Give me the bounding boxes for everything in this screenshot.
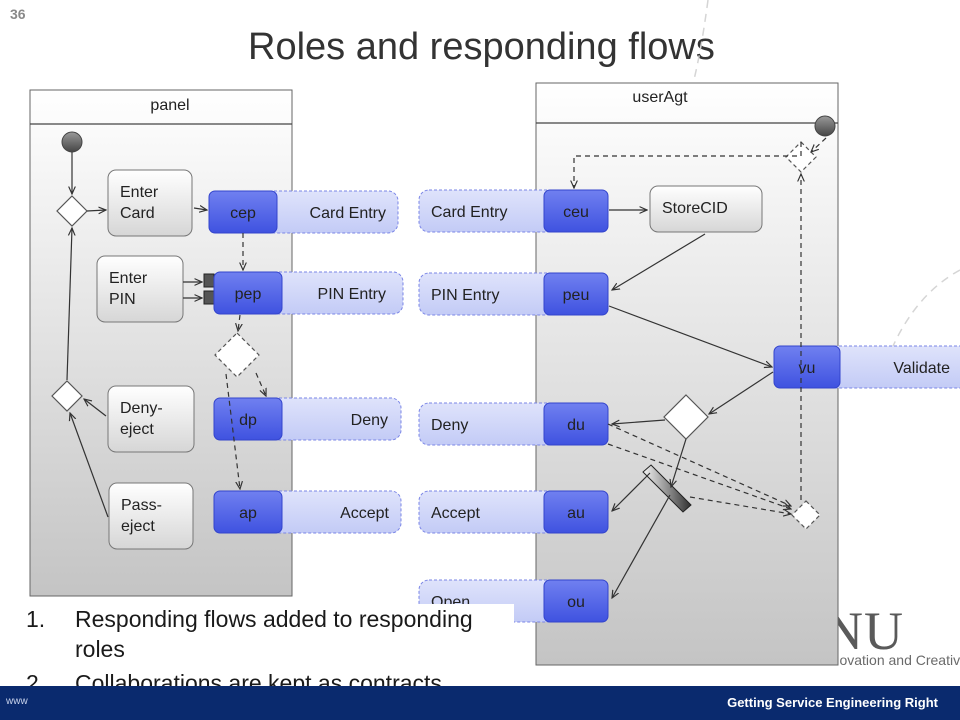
accept-panel-port-label: ap	[239, 505, 257, 522]
merge-node	[791, 500, 821, 530]
pin-entry-panel-port-label: pep	[235, 286, 262, 303]
control-flow	[70, 413, 109, 518]
initial-node	[61, 131, 83, 153]
validate-flow-label: Validate	[893, 360, 950, 377]
pass-eject-action	[108, 482, 194, 550]
accept-useragt-port	[543, 490, 609, 534]
footer-bar: www Getting Service Engineering Right	[0, 686, 960, 720]
merge-node	[56, 195, 88, 227]
accept-useragt-port-label: au	[567, 505, 585, 522]
deny-panel-flow-label: Deny	[351, 412, 388, 429]
pin-stub	[203, 273, 215, 288]
pin-stub	[203, 290, 215, 305]
page-title: Roles and responding flows	[248, 26, 715, 68]
accept-panel-port	[213, 490, 283, 534]
open-useragt-port-label: ou	[567, 594, 585, 611]
control-flow	[612, 233, 706, 290]
object-flow	[238, 314, 240, 331]
merge-node	[51, 380, 83, 412]
control-flow	[612, 419, 666, 424]
logo-tagline: Innovation and Creativity	[820, 652, 960, 668]
validate-port-label: vu	[799, 360, 816, 377]
control-flow	[612, 494, 671, 598]
control-flow	[671, 438, 687, 487]
fork-bar	[642, 464, 692, 513]
object-flow	[574, 142, 802, 188]
note-item: 1. Responding flows added to responding r…	[18, 604, 514, 664]
deny-useragt-flow-label: Deny	[431, 417, 468, 434]
decor-line	[689, 0, 709, 96]
pin-entry-useragt-flow-label: PIN Entry	[431, 287, 499, 304]
pin-entry-useragt-port-label: peu	[563, 287, 590, 304]
initial-node	[814, 115, 836, 137]
card-entry-useragt-port	[543, 189, 609, 233]
note-text: Responding flows added to responding rol…	[75, 606, 473, 662]
deny-panel-port-label: dp	[239, 412, 257, 429]
deny-useragt-port-label: du	[567, 417, 585, 434]
decision-node	[214, 332, 260, 378]
enter-pin-action	[96, 255, 184, 323]
control-flow	[84, 399, 107, 417]
validate-port	[773, 345, 841, 389]
control-flow	[608, 305, 772, 367]
deny-eject-action	[107, 385, 195, 453]
panel-swimlane-label: panel	[150, 97, 189, 114]
control-flow	[66, 228, 72, 381]
storecid-action	[649, 185, 763, 233]
slide-number: 36	[10, 6, 26, 22]
card-entry-panel-flow-label: Card Entry	[310, 205, 386, 222]
pin-entry-useragt-port	[543, 272, 609, 316]
footer-text: Getting Service Engineering Right	[727, 695, 938, 710]
control-flow	[709, 371, 774, 414]
object-flow	[689, 496, 791, 514]
open-useragt-port	[543, 579, 609, 623]
storecid-action-label: StoreCID	[662, 200, 728, 217]
deny-eject-action-label: Deny-eject	[120, 400, 163, 438]
card-entry-useragt-port-label: ceu	[563, 204, 589, 221]
object-flow	[607, 423, 791, 506]
pass-eject-action-label: Pass-eject	[121, 497, 162, 535]
pin-entry-panel-port	[213, 271, 283, 315]
control-flow	[612, 472, 651, 511]
useragt-swimlane-label: userAgt	[632, 89, 688, 106]
footer-left-text: www	[6, 696, 28, 707]
card-entry-useragt-flow-label: Card Entry	[431, 204, 507, 221]
object-flow	[811, 137, 827, 152]
control-flow	[86, 210, 106, 211]
accept-useragt-flow-label: Accept	[431, 505, 480, 522]
card-entry-panel-port-label: cep	[230, 205, 256, 222]
note-number: 1.	[26, 606, 46, 632]
object-flow	[225, 373, 240, 489]
accept-panel-flow-label: Accept	[340, 505, 389, 522]
pin-entry-panel-flow-label: PIN Entry	[318, 286, 386, 303]
deny-panel-port	[213, 397, 283, 441]
enter-card-action	[107, 169, 193, 237]
control-flow	[193, 208, 207, 210]
object-flow	[255, 372, 266, 396]
